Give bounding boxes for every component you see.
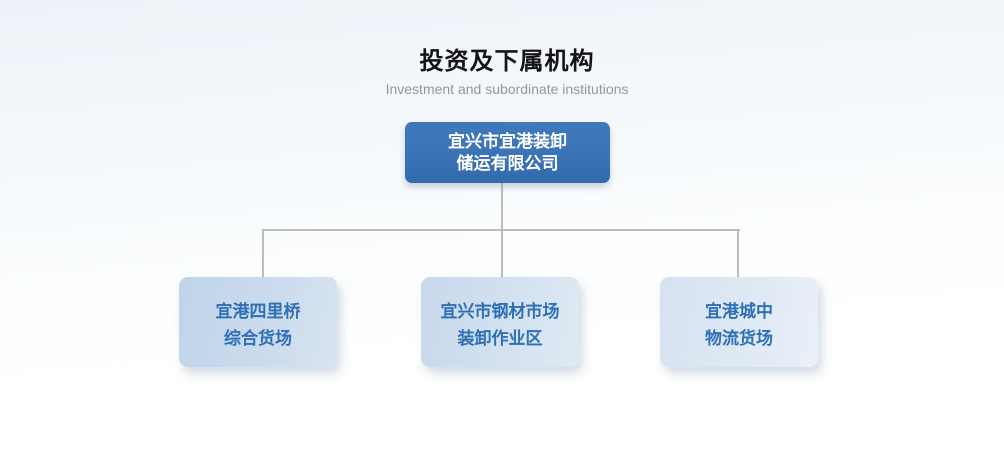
org-node-child-1: 宜港四里桥 综合货场 [179,277,337,367]
org-node-child-2-line1: 宜兴市钢材市场 [440,301,560,321]
connector-drop-middle [501,231,503,277]
page-title: 投资及下属机构 [419,48,595,75]
org-node-child-1-line1: 宜港四里桥 [215,301,301,321]
connector-drop-left [262,231,264,277]
org-node-root-line1: 宜兴市宜港装卸 [448,131,567,151]
connector-drop-right [737,231,739,277]
org-node-child-3: 宜港城中 物流货场 [660,277,818,367]
org-node-root: 宜兴市宜港装卸 储运有限公司 [405,122,610,183]
org-node-root-line2: 储运有限公司 [456,153,559,173]
org-node-child-3-line1: 宜港城中 [705,301,773,321]
org-node-child-2: 宜兴市钢材市场 装卸作业区 [421,277,579,367]
org-node-child-2-line2: 装卸作业区 [457,328,543,348]
page-subtitle: Investment and subordinate institutions [385,81,629,97]
connector-crossbar [262,229,740,231]
org-node-child-3-line2: 物流货场 [705,328,773,348]
connector-root-stem [501,183,503,231]
org-node-child-1-line2: 综合货场 [224,328,292,348]
